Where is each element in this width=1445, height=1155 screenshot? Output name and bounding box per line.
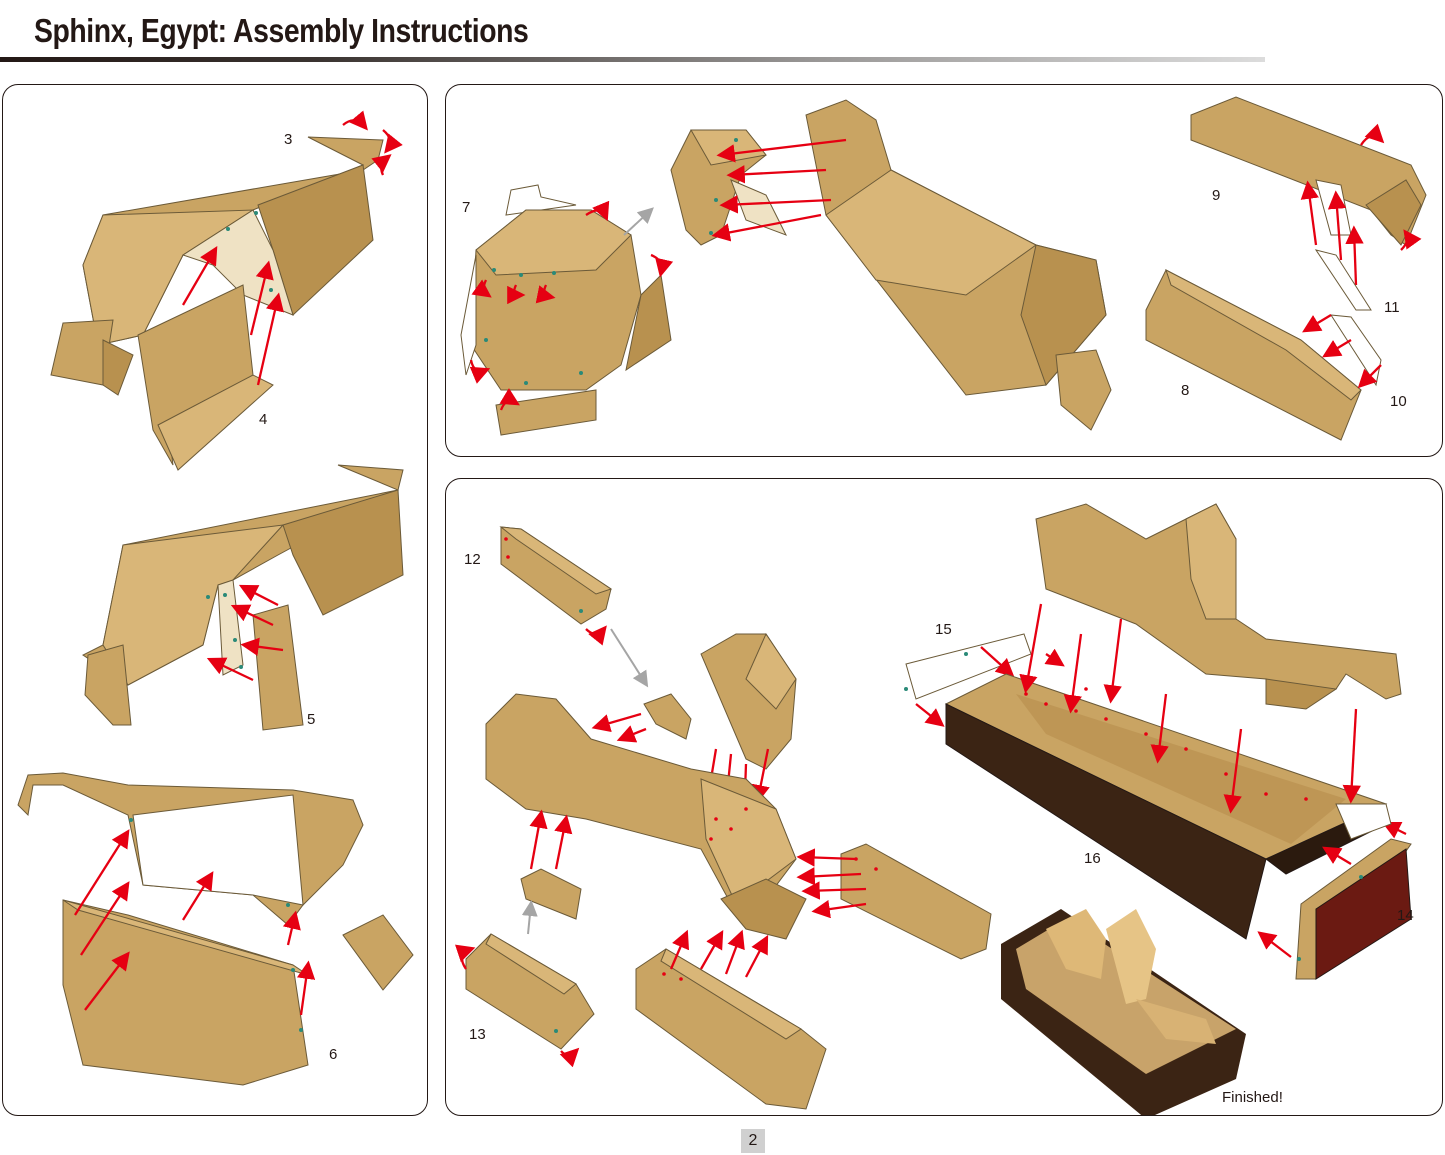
step-label-6: 6 xyxy=(329,1046,338,1063)
page-number: 2 xyxy=(741,1129,765,1153)
step13-piece xyxy=(465,933,595,1050)
step7-long-body xyxy=(805,99,1112,431)
step-label-8: 8 xyxy=(1181,382,1190,399)
step-label-16: 16 xyxy=(1084,850,1101,867)
left-illustration xyxy=(17,110,414,1086)
step5-body xyxy=(82,464,404,731)
small-block-top xyxy=(643,693,692,740)
step3-body xyxy=(50,136,384,471)
small-block-bottom xyxy=(520,868,582,920)
step-label-10: 10 xyxy=(1390,393,1407,410)
page-title: Sphinx, Egypt: Assembly Instructions xyxy=(34,12,529,49)
step-label-3: 3 xyxy=(284,131,293,148)
step14-piece xyxy=(1295,838,1412,980)
step-label-15: 15 xyxy=(935,621,952,638)
top-right-illustration xyxy=(460,96,1427,441)
sphinx-head xyxy=(700,632,797,770)
step14-flap xyxy=(1335,803,1392,840)
step-label-7: 7 xyxy=(462,199,471,216)
step8-piece xyxy=(1145,268,1362,441)
step10-piece xyxy=(1330,314,1382,387)
sphinx-assembled xyxy=(1035,503,1402,710)
step-label-11: 11 xyxy=(1384,299,1400,316)
panel-top-right: 7 9 11 8 10 xyxy=(445,84,1443,457)
step9-piece xyxy=(1190,96,1427,246)
step-label-12: 12 xyxy=(464,551,481,568)
step7-body-arch xyxy=(670,129,788,246)
step6-body xyxy=(17,772,414,1086)
step12-piece xyxy=(499,526,613,625)
finished-photo xyxy=(1001,909,1246,1115)
panel-left: 3 4 5 6 xyxy=(2,84,428,1116)
step-label-4: 4 xyxy=(259,411,268,428)
step-label-14: 14 xyxy=(1397,907,1414,924)
step-label-13: 13 xyxy=(469,1026,486,1043)
finished-label: Finished! xyxy=(1222,1089,1283,1106)
panel-bottom-right: 12 15 13 16 14 Finished! xyxy=(445,478,1443,1116)
step-label-5: 5 xyxy=(307,711,316,728)
step16-base xyxy=(944,673,1388,940)
title-rule xyxy=(0,57,1265,62)
bottom-paw-piece xyxy=(635,948,827,1110)
step15-piece xyxy=(905,633,1032,700)
bottom-right-illustration xyxy=(454,503,1412,1115)
step7-headdress xyxy=(460,184,672,436)
right-paw-piece xyxy=(840,843,992,960)
step-label-9: 9 xyxy=(1212,187,1221,204)
step13-body xyxy=(485,693,807,940)
step11-piece xyxy=(1314,249,1372,311)
